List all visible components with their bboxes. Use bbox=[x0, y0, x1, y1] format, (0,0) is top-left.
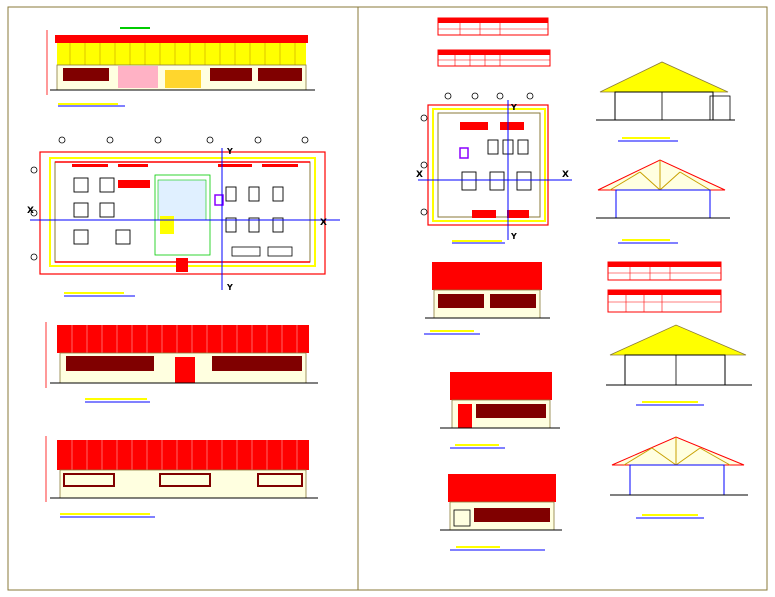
plan-small-axis-x-right: X bbox=[562, 170, 569, 180]
schedule-table-2 bbox=[437, 49, 551, 67]
end-elevation-3 bbox=[440, 474, 562, 551]
plan-main-axis-y-bottom: Y bbox=[226, 283, 233, 292]
plan-small-axis-y-bottom: Y bbox=[510, 232, 517, 241]
cross-section-3 bbox=[606, 324, 752, 406]
floor-plan-main: X X Y Y bbox=[27, 136, 340, 297]
cross-section-2-truss bbox=[596, 159, 730, 244]
end-elevation-2 bbox=[440, 372, 560, 449]
plan-main-axis-x-right: X bbox=[320, 218, 327, 228]
schedule-table-1 bbox=[437, 17, 549, 36]
plan-small-axis-y-top: Y bbox=[510, 103, 517, 112]
side-elevation-long-2 bbox=[45, 436, 318, 518]
front-elevation-top bbox=[46, 27, 315, 107]
schedule-table-3 bbox=[607, 261, 722, 281]
cross-section-4-truss bbox=[610, 436, 748, 519]
floor-plan-small: X X Y Y bbox=[416, 92, 572, 244]
end-elevation-1 bbox=[424, 262, 550, 335]
cross-section-1 bbox=[596, 61, 735, 142]
schedule-table-4 bbox=[607, 289, 722, 313]
plan-main-axis-x-left: X bbox=[27, 206, 34, 216]
plan-small-axis-x-left: X bbox=[416, 170, 423, 180]
side-elevation-long-1 bbox=[45, 322, 318, 403]
sheet-border bbox=[7, 6, 768, 591]
plan-main-axis-y-top: Y bbox=[226, 147, 233, 156]
